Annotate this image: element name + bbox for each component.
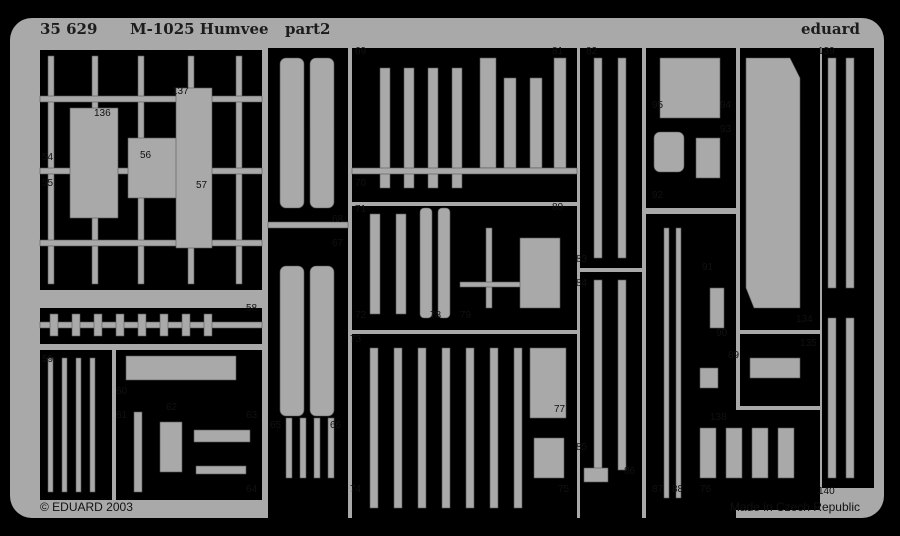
- part-number: 95: [652, 100, 664, 111]
- part-number: 83: [576, 254, 588, 265]
- part-number: 57: [196, 180, 208, 191]
- part-number: 58: [246, 303, 258, 314]
- part-number: 71: [355, 204, 367, 215]
- part-number: 59: [42, 354, 54, 365]
- part-number: 69: [355, 46, 367, 57]
- model-name: M-1025 Humvee: [130, 20, 269, 38]
- brand-logo: eduard: [800, 20, 860, 38]
- part-number: 80: [552, 202, 564, 213]
- part-number: 79: [460, 310, 472, 321]
- part-number: 89: [728, 350, 740, 361]
- part-number: 66: [330, 420, 342, 431]
- part-label: part2: [285, 20, 331, 38]
- part-number: 91: [702, 262, 714, 273]
- part-number: 56: [140, 150, 152, 161]
- part-number: 140: [818, 486, 835, 497]
- part-number: 55: [42, 178, 54, 189]
- photo-etch-fret: 35 629 M-1025 Humvee part2 eduard: [10, 18, 884, 518]
- part-number: 135: [800, 338, 817, 349]
- part-number: 63: [246, 410, 258, 421]
- part-number: 136: [94, 108, 111, 119]
- part-number: 72: [355, 310, 367, 321]
- part-number: 88: [672, 484, 684, 495]
- opening-f: [580, 48, 642, 268]
- copyright-text: © EDUARD 2003: [40, 500, 133, 514]
- part-number: 138: [710, 412, 727, 423]
- part-number: 61: [116, 410, 128, 421]
- etched-parts: [39, 55, 855, 509]
- part-number: 92: [652, 190, 664, 201]
- part-number: 137: [172, 86, 189, 97]
- part-number: 73: [350, 334, 362, 345]
- part-number: 94: [720, 100, 732, 111]
- part-number: 75: [558, 484, 570, 495]
- part-number: 93: [720, 124, 732, 135]
- part-number: 85: [576, 442, 588, 453]
- part-number: 60: [116, 386, 128, 397]
- part-number: 68: [332, 214, 344, 225]
- part-number: 65: [270, 420, 282, 431]
- part-number: 86: [624, 466, 636, 477]
- part-number: 77: [554, 404, 566, 415]
- origin-text: Made in Czech Republic: [729, 500, 860, 514]
- part-number: 90: [716, 328, 728, 339]
- part-number: 62: [166, 402, 178, 413]
- part-number: 139: [818, 46, 835, 57]
- part-number: 81: [552, 46, 564, 57]
- part-number: 67: [332, 238, 344, 249]
- part-number: 134: [796, 314, 813, 325]
- part-number: 78: [430, 310, 442, 321]
- set-code: 35 629: [40, 20, 98, 38]
- part-number: 84: [576, 278, 588, 289]
- part-number: 70: [355, 178, 367, 189]
- part-number: 87: [652, 484, 664, 495]
- part-number: 82: [586, 46, 598, 57]
- part-number: 64: [246, 484, 258, 495]
- part-number: 76: [700, 484, 712, 495]
- part-number: 54: [42, 152, 54, 163]
- part-number: 74: [350, 484, 362, 495]
